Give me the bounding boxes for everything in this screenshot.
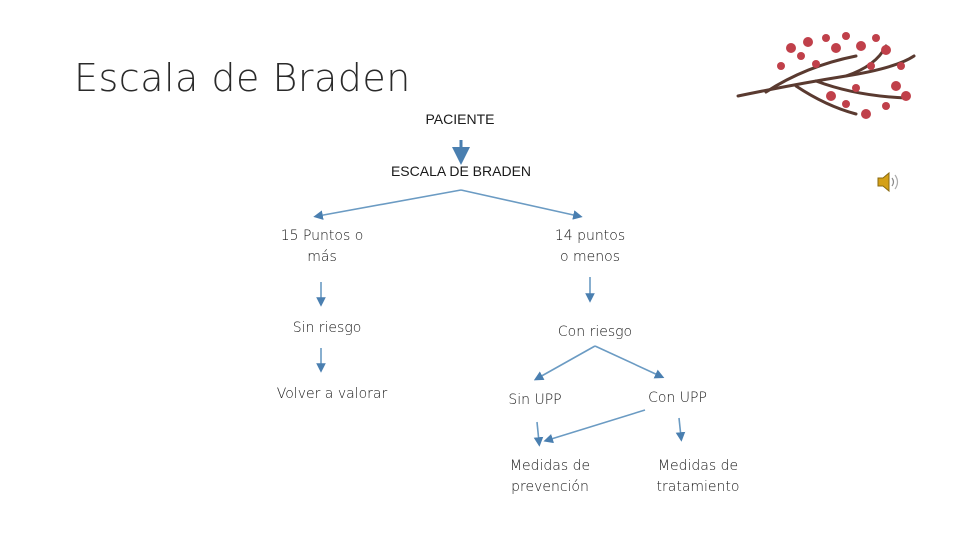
arrow-con-upp-prevencion — [548, 410, 645, 440]
node-escala-braden: ESCALA DE BRADEN — [370, 161, 552, 182]
arrow-sin-upp-prevencion — [537, 422, 539, 442]
node-sin-upp: Sin UPP — [490, 390, 580, 411]
node-medidas-prevencion: Medidas de prevención — [490, 456, 610, 498]
arrow-escala-14 — [461, 190, 578, 216]
node-15-puntos: 15 Puntos o más — [262, 226, 382, 268]
node-volver-valorar: Volver a valorar — [252, 384, 412, 405]
arrow-con-riesgo-con-upp — [595, 346, 660, 376]
arrow-escala-15 — [318, 190, 461, 216]
arrow-con-riesgo-sin-upp — [538, 346, 595, 378]
node-medidas-tratamiento: Medidas de tratamiento — [638, 456, 758, 498]
node-sin-riesgo: Sin riesgo — [262, 318, 392, 339]
node-14-puntos: 14 puntos o menos — [530, 226, 650, 268]
node-con-upp: Con UPP — [630, 388, 725, 409]
node-paciente: PACIENTE — [405, 109, 515, 130]
node-con-riesgo: Con riesgo — [535, 322, 655, 343]
arrow-con-upp-tratamiento — [679, 418, 681, 437]
